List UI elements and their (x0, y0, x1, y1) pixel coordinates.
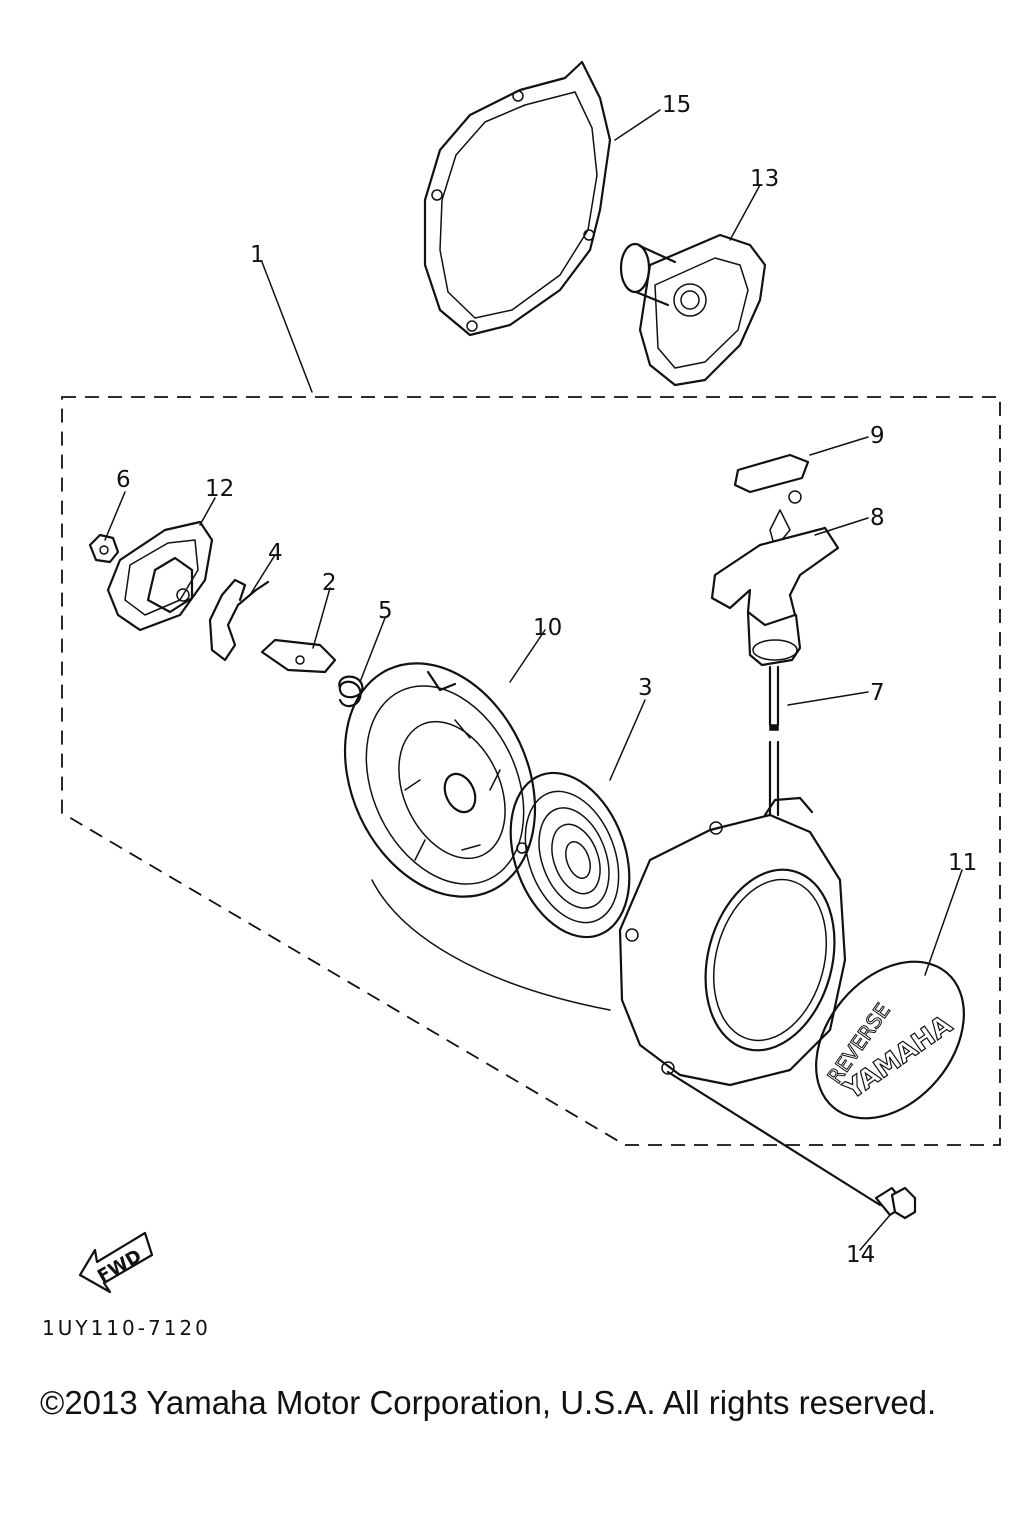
callout-5: 5 (378, 598, 393, 624)
part-pulley (619, 233, 767, 387)
part-reel (343, 662, 537, 898)
part-starter-handle (710, 490, 840, 667)
callout-12: 12 (205, 476, 234, 502)
callout-2: 2 (322, 570, 337, 596)
fwd-label: FWD (94, 1246, 145, 1288)
callout-10: 10 (533, 615, 562, 641)
part-gasket (423, 60, 612, 337)
part-starter-case (618, 796, 847, 1087)
leader-lines (104, 109, 963, 1251)
callout-11: 11 (948, 850, 977, 876)
part-emblem: REVERSE YAMAHA (815, 960, 965, 1120)
callout-9: 9 (870, 423, 885, 449)
part-clip-spring (208, 578, 270, 662)
part-bolt (666, 1070, 917, 1220)
part-nut (88, 533, 120, 564)
part-friction-plate (106, 520, 214, 632)
callout-8: 8 (870, 505, 885, 531)
callout-numbers: 1 2 3 4 5 6 7 8 9 10 11 12 13 14 15 (116, 92, 977, 1268)
part-pawl (260, 638, 337, 674)
callout-6: 6 (116, 467, 131, 493)
rope-routing (371, 879, 611, 1011)
copyright-notice: ©2013 Yamaha Motor Corporation, U.S.A. A… (40, 1384, 937, 1421)
part-pawl-spring (338, 675, 364, 708)
callout-14: 14 (846, 1242, 875, 1268)
callout-4: 4 (268, 540, 283, 566)
callout-7: 7 (870, 680, 885, 706)
callout-1: 1 (250, 242, 265, 268)
fwd-arrow-icon: FWD (78, 1231, 154, 1294)
callout-13: 13 (750, 166, 779, 192)
part-recoil-spring (509, 771, 631, 939)
callout-3: 3 (638, 675, 653, 701)
part-handle-cap (733, 453, 810, 494)
assembly-boundary (61, 396, 1001, 1146)
drawing-code: 1UY110-7120 (42, 1316, 211, 1340)
callout-15: 15 (662, 92, 691, 118)
part-starter-rope (768, 665, 780, 817)
